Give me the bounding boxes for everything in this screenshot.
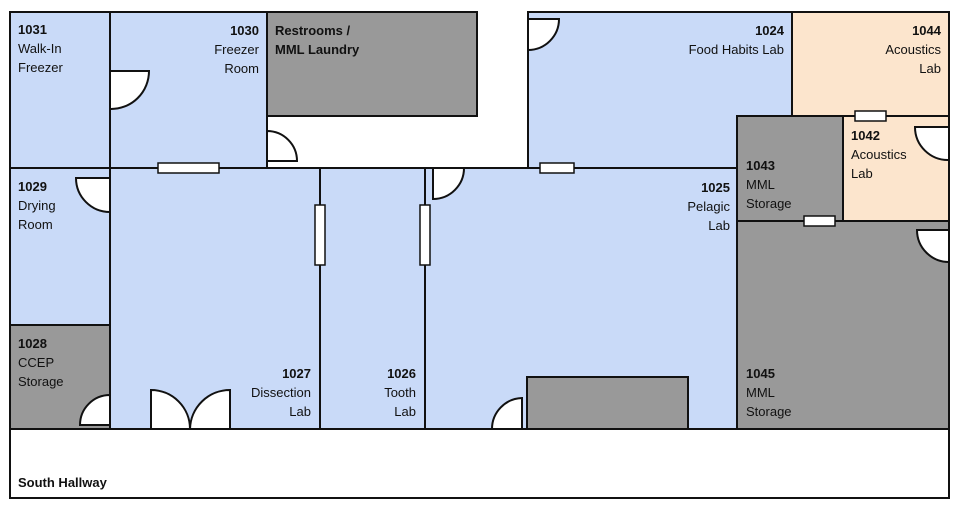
label-restrooms: Restrooms / MML Laundry — [275, 23, 360, 57]
room-number: 1043 — [746, 158, 775, 173]
room-number: 1030 — [230, 23, 259, 38]
room-name: Storage — [18, 374, 64, 389]
room-name: Tooth — [384, 385, 416, 400]
fixture-block — [526, 376, 689, 430]
room-name: Lab — [394, 404, 416, 419]
room-name: Drying — [18, 198, 56, 213]
room-1045[interactable] — [736, 220, 950, 430]
window — [157, 162, 220, 174]
label-1030: 1030 Freezer Room — [214, 23, 259, 76]
room-name: Freezer — [18, 60, 63, 75]
room-name: MML — [746, 385, 775, 400]
label-1042: 1042 Acoustics Lab — [851, 128, 907, 181]
room-name: Lab — [851, 166, 873, 181]
south-hallway[interactable] — [9, 428, 950, 499]
room-name: Room — [224, 61, 259, 76]
label-1044: 1044 Acoustics Lab — [885, 23, 941, 76]
room-name: Walk-In — [18, 41, 62, 56]
room-1027[interactable] — [109, 167, 321, 430]
label-1043: 1043 MML Storage — [746, 158, 792, 211]
room-number: 1025 — [701, 180, 730, 195]
door-1024[interactable] — [527, 18, 561, 52]
room-number: 1044 — [912, 23, 942, 38]
room-name: Freezer — [214, 42, 259, 57]
room-name: MML — [746, 177, 775, 192]
room-name: Acoustics — [885, 42, 941, 57]
room-number: 1031 — [18, 22, 47, 37]
room-name: Dissection — [251, 385, 311, 400]
door-1028[interactable] — [78, 393, 111, 426]
room-restrooms-laundry[interactable] — [266, 11, 478, 117]
room-1031[interactable] — [9, 11, 111, 169]
room-number: 1024 — [755, 23, 785, 38]
label-1029: 1029 Drying Room — [18, 179, 56, 232]
room-name: MML Laundry — [275, 42, 360, 57]
room-name: Storage — [746, 404, 792, 419]
hallway-label: South Hallway — [18, 475, 108, 490]
label-1025: 1025 Pelagic Lab — [687, 180, 730, 233]
window — [314, 204, 326, 266]
room-name: Pelagic — [687, 199, 730, 214]
room-number: 1042 — [851, 128, 880, 143]
room-number: 1027 — [282, 366, 311, 381]
room-number: 1029 — [18, 179, 47, 194]
room-name: Lab — [708, 218, 730, 233]
window — [803, 215, 836, 227]
door-1027-right[interactable] — [188, 388, 231, 430]
door-1030[interactable] — [109, 70, 151, 111]
door-1042[interactable] — [913, 126, 950, 162]
label-1031: 1031 Walk-In Freezer — [18, 22, 63, 75]
room-name: Food Habits Lab — [689, 42, 784, 57]
room-number: 1045 — [746, 366, 775, 381]
room-number: 1026 — [387, 366, 416, 381]
door-restrooms[interactable] — [266, 129, 299, 162]
door-1025-top[interactable] — [432, 167, 466, 201]
door-1045[interactable] — [915, 229, 950, 264]
room-name: Restrooms / — [275, 23, 351, 38]
room-name: Storage — [746, 196, 792, 211]
label-1024: 1024 Food Habits Lab — [689, 23, 785, 57]
label-1026: 1026 Tooth Lab — [384, 366, 416, 419]
label-1045: 1045 MML Storage — [746, 366, 792, 419]
room-name: CCEP — [18, 355, 54, 370]
room-name: Room — [18, 217, 53, 232]
room-number: 1028 — [18, 336, 47, 351]
door-1029[interactable] — [74, 177, 111, 214]
room-name: Lab — [289, 404, 311, 419]
label-1028: 1028 CCEP Storage — [18, 336, 64, 389]
window — [419, 204, 431, 266]
room-name: Acoustics — [851, 147, 907, 162]
door-1025-bottom[interactable] — [490, 396, 523, 430]
label-1027: 1027 Dissection Lab — [251, 366, 311, 419]
room-name: Lab — [919, 61, 941, 76]
window — [539, 162, 575, 174]
window — [854, 110, 887, 122]
